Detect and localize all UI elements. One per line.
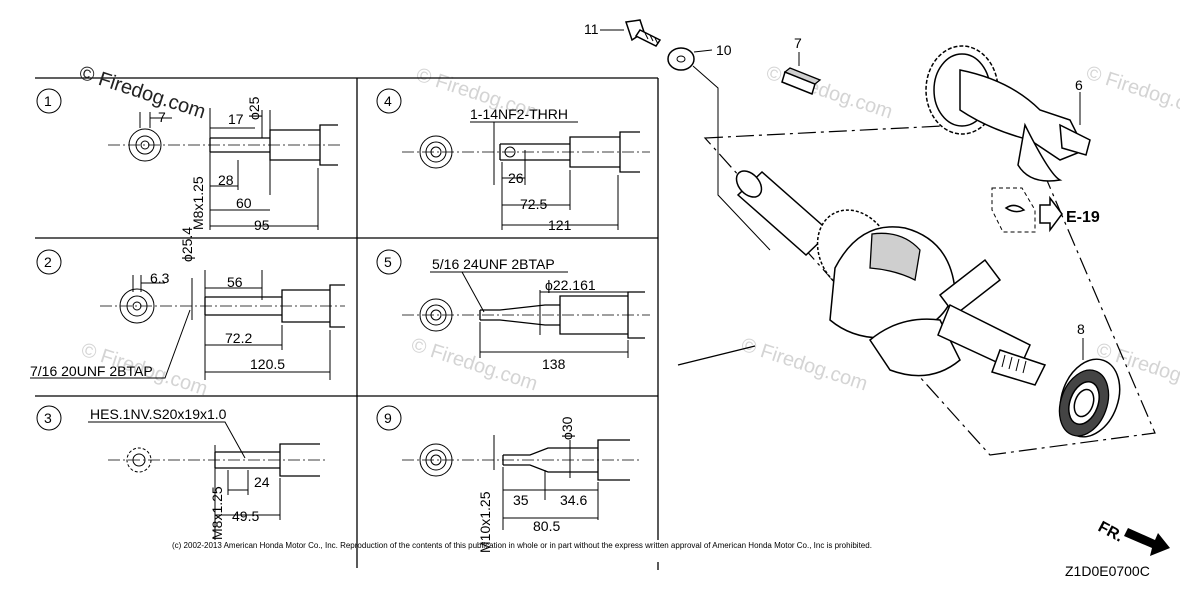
thread-spec: M10x1.25 — [477, 491, 493, 553]
dim-label: 121 — [548, 217, 572, 233]
callout-number: 6 — [1075, 77, 1083, 93]
dim-label: 56 — [227, 274, 243, 290]
ref-label: E-19 — [1066, 209, 1100, 226]
watermark-faint: © Firedog.com — [1083, 62, 1180, 124]
bolt-part: 11 — [584, 19, 662, 47]
dim-label: 6.3 — [150, 270, 170, 286]
dim-label: 49.5 — [232, 508, 259, 524]
callout-number: 11 — [584, 21, 599, 37]
dim-label: 80.5 — [533, 518, 560, 534]
dim-label: ϕ25.4 — [179, 227, 195, 262]
panel-1: 1 7 17 ϕ25 28 60 95 M8x1.25 — [36, 88, 340, 233]
watermark-faint: © Firedog.com — [763, 62, 895, 124]
fr-label: FR. — [1095, 519, 1126, 546]
panel-3: 3 HES.1NV.S20x19x1.0 24 49.5 M8x1.25 — [36, 405, 325, 540]
front-arrow: FR. — [1095, 519, 1170, 556]
dim-label: ϕ25 — [246, 96, 262, 120]
dim-label: 28 — [218, 172, 234, 188]
dim-label: 34.6 — [560, 492, 587, 508]
balancer-crank-part: 6 — [925, 45, 1091, 182]
copyright-notice: (c) 2002-2013 American Honda Motor Co., … — [172, 541, 872, 550]
dim-label: 72.2 — [225, 330, 252, 346]
washer-part: 10 — [667, 42, 771, 251]
dim-label: 7 — [158, 109, 166, 125]
dim-label: 138 — [542, 356, 566, 372]
panel-2: 2 6.3 ϕ25.4 56 72.2 120.5 7/16 20UNF 2BT… — [30, 227, 345, 380]
dim-label: ϕ22.161 — [545, 277, 596, 293]
panel-number: 9 — [384, 410, 392, 426]
panel-number: 4 — [384, 93, 392, 109]
dim-label: 24 — [254, 474, 270, 490]
panel-number: 5 — [384, 254, 392, 270]
thread-spec: 1-14NF2-THRH — [470, 106, 568, 122]
key-part: 7 — [781, 35, 822, 96]
dim-label: 72.5 — [520, 196, 547, 212]
panel-number: 2 — [44, 254, 52, 270]
bearing-part: 8 — [1058, 321, 1121, 438]
panel-number: 3 — [44, 410, 52, 426]
panel-5: 5 5/16 24UNF 2BTAP ϕ22.161 138 — [376, 249, 650, 372]
watermark-faint: © Firedog.com — [738, 334, 870, 396]
panel-9: 9 ϕ30 35 34.6 80.5 M10x1.25 — [376, 405, 640, 553]
tap-spec: 7/16 20UNF 2BTAP — [30, 363, 153, 379]
watermark-main: © Firedog.com — [76, 62, 208, 124]
callout-number: 10 — [716, 42, 732, 58]
diagram-code: Z1D0E0700C — [1065, 563, 1150, 579]
dim-label: 35 — [513, 492, 529, 508]
dim-label: 120.5 — [250, 356, 285, 372]
crankshaft-part — [735, 170, 1047, 386]
variant-grid — [35, 77, 659, 570]
ref-e19: E-19 — [991, 187, 1100, 233]
dim-label: 60 — [236, 195, 252, 211]
spline-spec: HES.1NV.S20x19x1.0 — [90, 406, 227, 422]
callout-number: 8 — [1077, 321, 1085, 337]
thread-spec: M8x1.25 — [190, 176, 206, 230]
tap-spec: 5/16 24UNF 2BTAP — [432, 256, 555, 272]
panel-number-circle — [36, 88, 62, 114]
dim-label: 95 — [254, 217, 270, 233]
dim-label: ϕ30 — [559, 416, 575, 440]
thread-spec: M8x1.25 — [209, 486, 225, 540]
callout-number: 7 — [794, 35, 802, 51]
panel-number: 1 — [44, 93, 52, 109]
dim-label: 26 — [508, 170, 524, 186]
dim-label: 17 — [228, 111, 244, 127]
panel-4: 4 1-14NF2-THRH 26 72.5 121 — [376, 88, 650, 233]
watermark-faint: © Firedog.com — [408, 334, 540, 396]
